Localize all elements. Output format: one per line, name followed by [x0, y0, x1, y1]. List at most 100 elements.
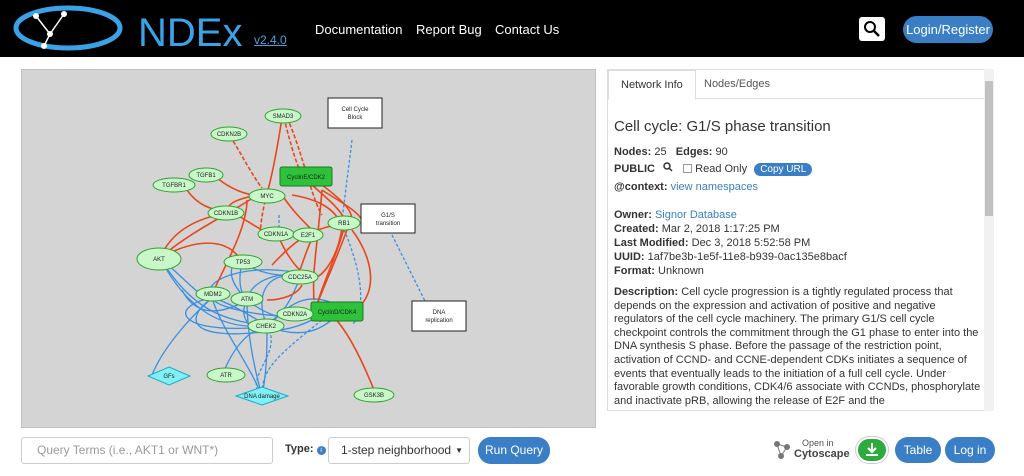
- svg-text:CHEK2: CHEK2: [256, 324, 277, 330]
- node-mdm2[interactable]: MDM2: [195, 286, 231, 302]
- visibility-label: PUBLIC: [614, 163, 655, 175]
- uuid-row: UUID: 1af7be3b-1e5f-11e8-b939-0ac135e8ba…: [614, 251, 847, 263]
- network-description: Description: Cell cycle progression is a…: [614, 286, 981, 407]
- query-type-select[interactable]: 1-step neighborhood ▼: [328, 437, 470, 464]
- tab-nodes-edges[interactable]: Nodes/Edges: [704, 78, 771, 90]
- network-title: Cell cycle: G1/S phase transition: [614, 118, 831, 135]
- search-button[interactable]: [859, 17, 885, 41]
- svg-text:TP53: TP53: [236, 260, 251, 266]
- network-canvas[interactable]: Cell Cycle Block G1/S transition DNA rep…: [21, 69, 596, 428]
- node-cdkn1a[interactable]: CDKN1A: [257, 226, 295, 242]
- svg-text:E2F1: E2F1: [301, 233, 316, 239]
- svg-text:CDC25A: CDC25A: [288, 275, 312, 281]
- svg-text:G1/S: G1/S: [381, 213, 395, 219]
- svg-text:GFs: GFs: [163, 374, 174, 380]
- nav-report-bug[interactable]: Report Bug: [416, 22, 482, 37]
- logo-text: NDEx: [138, 11, 242, 54]
- network-info-panel: Network Info Nodes/Edges Cell cycle: G1/…: [607, 69, 994, 411]
- svg-text:CDKN2B: CDKN2B: [217, 132, 241, 138]
- stimulus-dna-damage[interactable]: DNA damage: [234, 386, 290, 406]
- phenotype-g1s-transition[interactable]: G1/S transition: [360, 203, 416, 234]
- modified-row: Last Modified: Dec 3, 2018 5:52:58 PM: [614, 237, 811, 249]
- node-akt[interactable]: AKT: [136, 247, 182, 271]
- nav-contact-us[interactable]: Contact Us: [495, 22, 560, 37]
- view-namespaces-link[interactable]: view namespaces: [670, 181, 759, 193]
- context-row: @context: view namespaces: [614, 181, 759, 193]
- svg-text:TGFBR1: TGFBR1: [162, 183, 186, 189]
- open-in-cytoscape-button[interactable]: Open in Cytoscape: [772, 437, 850, 463]
- svg-text:CDKN1B: CDKN1B: [214, 211, 238, 217]
- complex-cycline-cdk2[interactable]: CyclinE/CDK2: [279, 166, 333, 187]
- download-icon: [866, 443, 878, 456]
- tab-network-info[interactable]: Network Info: [608, 70, 696, 100]
- panel-scrollbar[interactable]: [984, 69, 994, 411]
- type-label: Type: i: [285, 443, 326, 455]
- node-smad3[interactable]: SMAD3: [264, 108, 302, 124]
- table-button[interactable]: Table: [895, 437, 941, 463]
- svg-text:ATR: ATR: [220, 373, 232, 379]
- svg-text:DNA: DNA: [433, 310, 446, 316]
- node-atr[interactable]: ATR: [206, 367, 246, 383]
- top-navbar: NDEx v2.4.0 Documentation Report Bug Con…: [0, 0, 1024, 57]
- svg-text:AKT: AKT: [153, 257, 165, 263]
- panel-tabs: Network Info Nodes/Edges: [608, 70, 993, 100]
- info-icon[interactable]: i: [316, 446, 326, 455]
- svg-text:DNA damage: DNA damage: [244, 394, 280, 400]
- node-myc[interactable]: MYC: [248, 188, 286, 204]
- owner-row: Owner: Signor Database: [614, 209, 737, 221]
- node-cdkn2b[interactable]: CDKN2B: [210, 126, 248, 142]
- node-tgfbr1[interactable]: TGFBR1: [152, 177, 196, 193]
- query-terms-input[interactable]: Query Terms (i.e., AKT1 or WNT*): [21, 437, 273, 464]
- nav-documentation[interactable]: Documentation: [315, 22, 403, 37]
- version-link[interactable]: v2.4.0: [254, 33, 287, 47]
- node-cdkn1b[interactable]: CDKN1B: [207, 205, 245, 221]
- svg-text:Cell Cycle: Cell Cycle: [341, 107, 369, 113]
- node-tp53[interactable]: TP53: [223, 254, 263, 270]
- search-icon: [864, 21, 880, 37]
- phenotype-cell-cycle-block[interactable]: Cell Cycle Block: [327, 97, 383, 129]
- svg-text:CyclinD/CDK4: CyclinD/CDK4: [318, 310, 357, 316]
- node-cdkn2a[interactable]: CDKN2A: [276, 306, 314, 322]
- login-register-button[interactable]: Login/Register: [903, 16, 993, 43]
- stimulus-gfs[interactable]: GFs: [146, 366, 192, 386]
- svg-text:replication: replication: [425, 318, 452, 324]
- scrollbar-thumb[interactable]: [985, 81, 993, 216]
- node-gsk3b[interactable]: GSK3B: [353, 387, 395, 403]
- visibility-row: PUBLIC Read Only Copy URL: [614, 162, 813, 176]
- owner-link[interactable]: Signor Database: [654, 209, 737, 221]
- cytoscape-icon: [774, 441, 790, 459]
- activation-edges: [159, 117, 375, 391]
- node-atm[interactable]: ATM: [230, 291, 264, 307]
- complex-cyclind-cdk4[interactable]: CyclinD/CDK4: [310, 301, 364, 322]
- copy-url-button[interactable]: Copy URL: [754, 163, 813, 176]
- node-e2f1[interactable]: E2F1: [292, 227, 324, 243]
- log-in-button[interactable]: Log in: [945, 437, 995, 463]
- download-button[interactable]: [856, 437, 888, 463]
- read-only-label: Read Only: [695, 163, 748, 175]
- phenotype-dna-replication[interactable]: DNA replication: [411, 300, 467, 332]
- chevron-down-icon: ▼: [455, 446, 463, 455]
- svg-text:ATM: ATM: [241, 297, 253, 303]
- node-cdc25a[interactable]: CDC25A: [281, 269, 319, 285]
- svg-text:CDKN1A: CDKN1A: [264, 232, 288, 238]
- svg-text:GSK3B: GSK3B: [364, 393, 384, 399]
- svg-text:SMAD3: SMAD3: [273, 114, 294, 120]
- run-query-button[interactable]: Run Query: [478, 437, 550, 464]
- svg-text:MYC: MYC: [260, 194, 274, 200]
- node-tgfb1[interactable]: TGFB1: [188, 167, 224, 183]
- format-row: Format: Unknown: [614, 265, 704, 277]
- node-rb1[interactable]: RB1: [327, 215, 361, 231]
- svg-text:CDKN2A: CDKN2A: [283, 312, 307, 318]
- network-counts: Nodes: 25 Edges: 90: [614, 146, 728, 158]
- svg-text:MDM2: MDM2: [204, 292, 222, 298]
- created-row: Created: Mar 2, 2018 1:17:25 PM: [614, 223, 780, 235]
- svg-text:Block: Block: [348, 115, 364, 121]
- svg-text:transition: transition: [376, 221, 400, 227]
- svg-text:CyclinE/CDK2: CyclinE/CDK2: [287, 175, 326, 181]
- node-chek2[interactable]: CHEK2: [247, 318, 285, 334]
- svg-text:RB1: RB1: [338, 221, 350, 227]
- svg-text:TGFB1: TGFB1: [196, 173, 216, 179]
- search-icon[interactable]: [662, 162, 674, 172]
- read-only-checkbox[interactable]: [683, 164, 693, 173]
- ndex-logo[interactable]: NDEx: [8, 4, 298, 54]
